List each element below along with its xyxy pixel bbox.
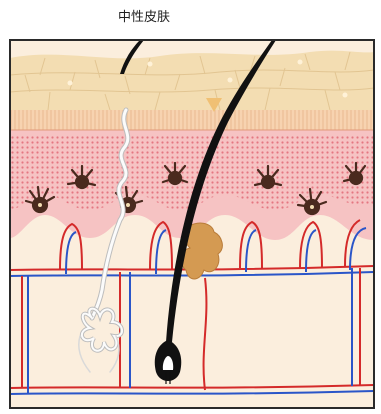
epidermis-layer (10, 51, 374, 110)
